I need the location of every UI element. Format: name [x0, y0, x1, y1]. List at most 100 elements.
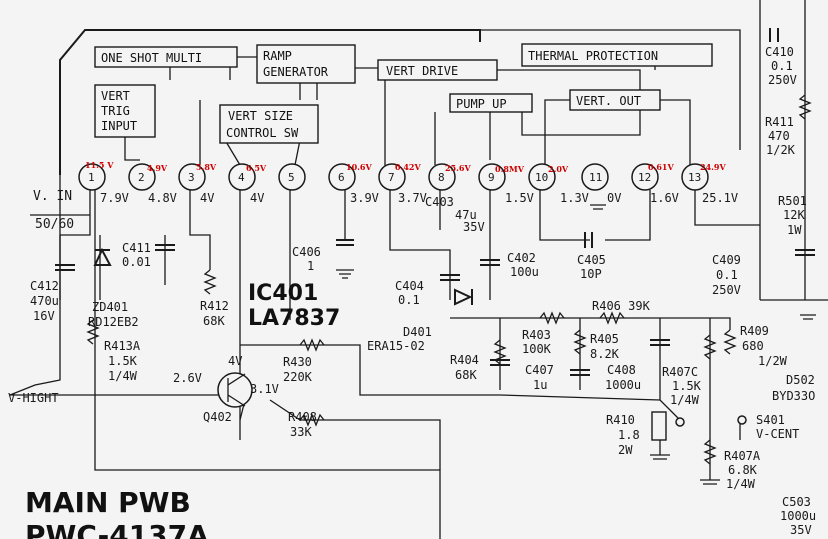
r409-rating: 1/2W [758, 354, 788, 368]
pin-number: 11 [589, 171, 602, 184]
block-vert-trig-input: VERT TRIG INPUT [94, 84, 156, 138]
vsize-label-2: CONTROL SW [226, 126, 299, 140]
r407c-value: 1.5K [672, 379, 702, 393]
c402-ref: C402 [507, 251, 536, 265]
capacitor-c405 [584, 232, 593, 248]
r409-ref: R409 [740, 324, 769, 338]
capacitor-c404 [440, 274, 460, 281]
pin-voltage: 3.7V [398, 191, 427, 205]
capacitor-c407 [490, 359, 510, 366]
ic-pin [428, 163, 456, 191]
board-part-number: PWC-4137A [25, 519, 209, 539]
pin-voltage: 7.9V [100, 191, 129, 205]
r430-value: 220K [283, 370, 313, 384]
measured-voltage: 6.5V [246, 163, 267, 173]
r406-label: R406 39K [592, 299, 651, 313]
measured-voltage: 2.0V [548, 164, 569, 174]
ramp-label-2: GENERATOR [263, 65, 329, 79]
pin-voltage: 4V [250, 191, 264, 205]
r404-ref: R404 [450, 353, 479, 367]
ic-pin [378, 163, 406, 191]
measured-voltage: 0.8MV [495, 164, 525, 174]
r408-ref: R408 [288, 410, 317, 424]
r412-ref: R412 [200, 299, 229, 313]
resistor-r403 [539, 311, 565, 325]
resistor-r412 [203, 269, 217, 295]
resistor-r407a [703, 439, 717, 465]
measured-voltage: 0.42V [395, 162, 421, 172]
r411-rating: 1/2K [766, 143, 796, 157]
c410-ref: C410 [765, 45, 794, 59]
ic-pin-row: 1 2 3 4 5 6 7 8 9 10 11 12 13 [78, 163, 709, 191]
q402-collector-voltage: 4V [228, 354, 242, 368]
ic-pin [178, 163, 206, 191]
r407a-value: 6.8K [728, 463, 758, 477]
pin-voltage: 25.1V [702, 191, 738, 205]
s401-terminal [737, 415, 747, 425]
c412-value: 470u [30, 294, 59, 308]
resistor-r413a [86, 319, 100, 345]
pin-voltage: 4.8V [148, 191, 177, 205]
capacitor-c408b [650, 339, 670, 346]
s401-ref: S401 [756, 413, 785, 427]
r430-ref: R430 [283, 355, 312, 369]
vert-trig-label-2: TRIG [101, 104, 130, 118]
r410-ref: R410 [606, 413, 635, 427]
ic-ref-label: IC401 [248, 281, 318, 306]
c402-value: 100u [510, 265, 539, 279]
vert-out-label: VERT. OUT [576, 94, 641, 108]
c503-ref: C503 [782, 495, 811, 509]
c412-ref: C412 [30, 279, 59, 293]
zd401-part: RD12EB2 [88, 315, 139, 329]
d401-part: ERA15-02 [367, 339, 425, 353]
freq-label: 50/60 [35, 217, 74, 232]
capacitor-c409 [795, 249, 815, 256]
capacitor-c411 [155, 244, 175, 251]
measured-voltage: 0.61V [648, 162, 674, 172]
v-hight-label: V-HIGHT [8, 391, 59, 405]
ic-pin [328, 163, 356, 191]
block-one-shot: ONE SHOT MULTI [94, 46, 238, 68]
wiring [9, 0, 828, 539]
c404-value: 0.1 [398, 293, 420, 307]
one-shot-label: ONE SHOT MULTI [101, 51, 202, 65]
component-labels: C410 0.1 250V R411 470 1/2K R501 12K 1W … [30, 45, 816, 537]
r405-ref: R405 [590, 332, 619, 346]
r411-ref: R411 [765, 115, 794, 129]
pin-number: 9 [488, 171, 495, 184]
thermal-label: THERMAL PROTECTION [528, 49, 658, 63]
c411-value: 0.01 [122, 255, 151, 269]
resistor-r405 [573, 329, 587, 355]
c403-rating: 35V [463, 220, 485, 234]
r413a-value: 1.5K [108, 354, 138, 368]
pin-number: 2 [138, 171, 145, 184]
c409-value: 0.1 [716, 268, 738, 282]
c403-ref: C403 [425, 195, 454, 209]
c405-ref: C405 [577, 253, 606, 267]
ic-pin [581, 163, 609, 191]
pin-number: 6 [338, 171, 345, 184]
transistor-q402 [217, 372, 253, 408]
r405-value: 8.2K [590, 347, 620, 361]
ground-symbol [700, 479, 720, 485]
measured-voltage: 25.6V [445, 163, 471, 173]
c408-ref: C408 [607, 363, 636, 377]
ic-pin [278, 163, 306, 191]
block-vert-size-control: VERT SIZE CONTROL SW [219, 104, 319, 144]
resistor-r408 [299, 413, 325, 427]
resistor-r407c [703, 334, 717, 360]
ramp-label-1: RAMP [263, 49, 292, 63]
measured-voltage: 4.9V [147, 163, 168, 173]
measured-voltage: 11.5 V [85, 160, 114, 170]
capacitor-c410 [769, 28, 779, 42]
block-ramp-generator: RAMP GENERATOR [256, 44, 356, 84]
pin-voltage: 3.9V [350, 191, 379, 205]
capacitor-c406 [336, 239, 354, 246]
c410-rating: 250V [768, 73, 797, 87]
v-in-label: V. IN [33, 189, 72, 204]
r404-value: 68K [455, 368, 477, 382]
c503-value: 1000u [780, 509, 816, 523]
ic-pin [78, 163, 106, 191]
